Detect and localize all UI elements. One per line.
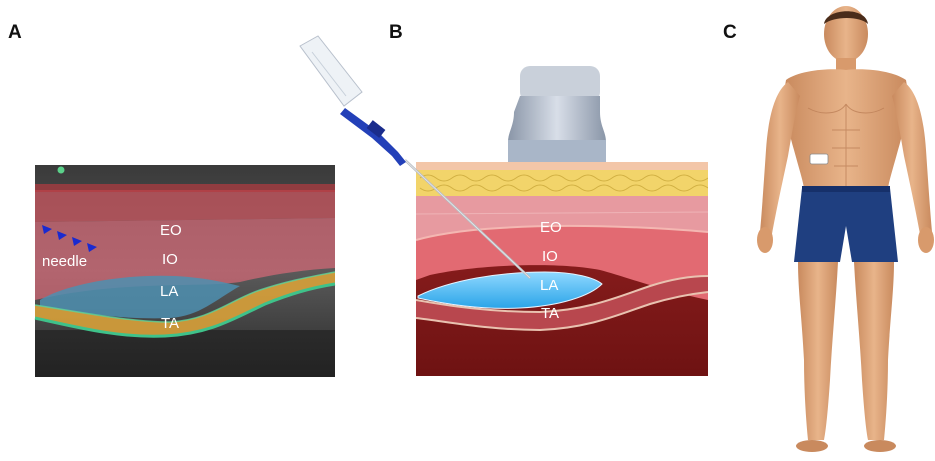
- label-ta-b: TA: [541, 305, 559, 322]
- ta-band-a: [35, 272, 335, 337]
- head: [824, 6, 868, 62]
- needle-arrowheads: [42, 225, 97, 252]
- right-hand: [757, 227, 773, 253]
- hair: [824, 11, 868, 24]
- la-pool-b: [417, 271, 603, 309]
- right-foot: [796, 440, 828, 452]
- left-foot: [864, 440, 896, 452]
- orientation-marker: [57, 166, 65, 174]
- left-hand: [918, 227, 934, 253]
- skin-layer: [416, 162, 708, 172]
- left-arm: [892, 82, 932, 234]
- needle-syringe: [299, 35, 531, 279]
- left-leg: [854, 262, 894, 440]
- label-ta-a: TA: [161, 315, 179, 332]
- panel-letter-b: B: [389, 22, 403, 43]
- shorts: [794, 188, 898, 262]
- fat-layer: [416, 170, 708, 196]
- label-la-b: LA: [540, 277, 558, 294]
- label-eo-b: EO: [540, 219, 562, 236]
- label-io-b: IO: [542, 248, 558, 265]
- label-eo-a: EO: [160, 222, 182, 239]
- ultrasound-panel: EO IO LA TA needle: [34, 165, 336, 377]
- ultrasound-probe: [508, 66, 606, 162]
- label-needle-a: needle: [42, 253, 87, 270]
- eo-layer-a: [35, 190, 335, 222]
- label-io-a: IO: [162, 251, 178, 268]
- io-layer-b: [416, 225, 708, 300]
- fascia-line-upper: [34, 271, 336, 323]
- schematic-panel: EO IO LA TA: [299, 35, 708, 376]
- ta-band-b: [416, 276, 708, 330]
- right-leg: [798, 262, 838, 440]
- panel-letter-c: C: [723, 22, 737, 43]
- eo-layer-b: [416, 196, 708, 240]
- human-figure: [757, 6, 934, 452]
- panel-letter-a: A: [8, 22, 22, 43]
- patch-device: [809, 153, 829, 165]
- la-pool-a: [40, 275, 240, 319]
- label-la-a: LA: [160, 283, 178, 300]
- fascia-line-lower: [34, 282, 336, 338]
- right-arm: [760, 82, 800, 234]
